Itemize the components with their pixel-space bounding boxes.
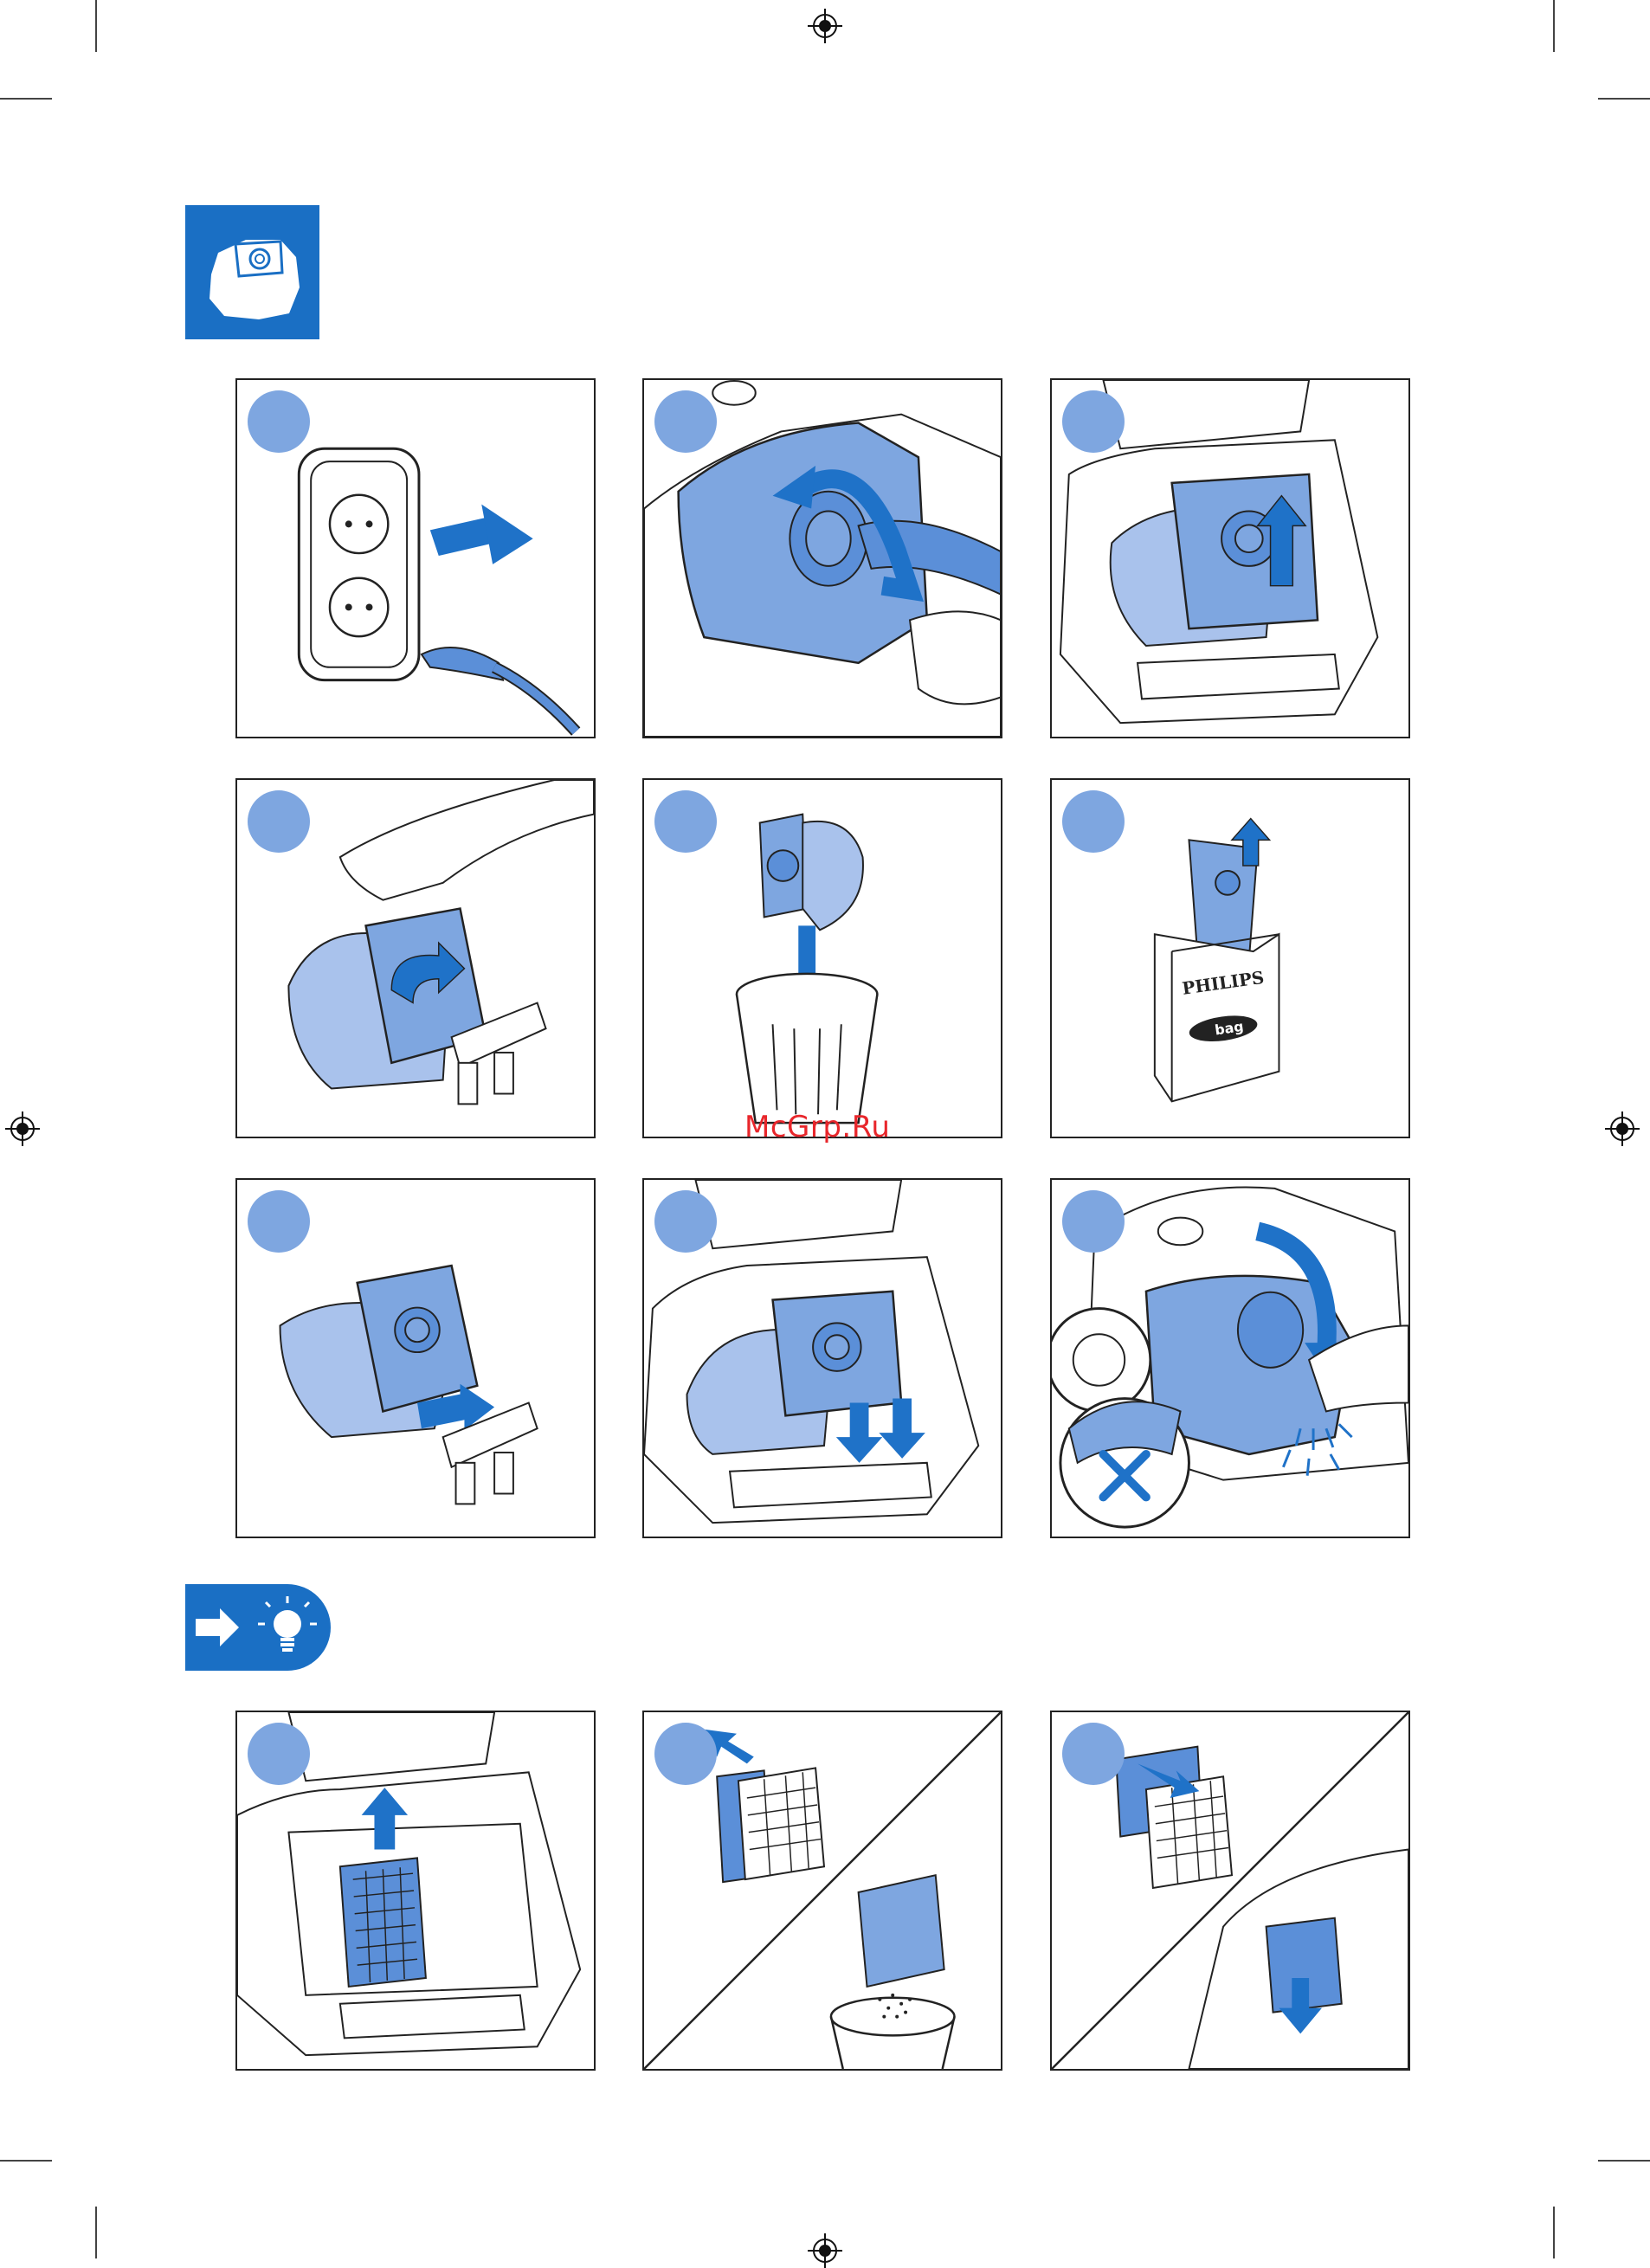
tip-section-tab: [185, 1584, 331, 1671]
lightbulb-icon: [258, 1596, 317, 1652]
step-panel-5: [642, 778, 1002, 1138]
step-panel-8: [642, 1178, 1002, 1538]
crop-mark: [1553, 2207, 1555, 2258]
crop-mark: [0, 2160, 52, 2162]
crop-mark: [0, 98, 52, 100]
filter-panel-3: [1050, 1711, 1410, 2071]
step-panel-9: [1050, 1178, 1410, 1538]
registration-mark-icon: [1605, 1111, 1640, 1146]
step-number-badge: [654, 1190, 717, 1253]
watermark-text: McGrp.Ru: [744, 1110, 890, 1144]
filter-panel-2: [642, 1711, 1002, 2071]
registration-mark-icon: [808, 9, 842, 43]
crop-mark: [1598, 2160, 1650, 2162]
step-number-badge: [1062, 1723, 1125, 1785]
crop-mark: [1598, 98, 1650, 100]
dust-bag-section-icon: [185, 205, 319, 339]
step-number-badge: [654, 390, 717, 453]
step-number-badge: [654, 1723, 717, 1785]
arrow-right-icon: [196, 1608, 239, 1646]
crop-mark: [1553, 0, 1555, 52]
crop-mark: [95, 2207, 97, 2258]
step-number-badge: [248, 1723, 310, 1785]
step-number-badge: [1062, 390, 1125, 453]
dust-bag-icon: [185, 205, 319, 339]
step-panel-6: PHILIPS bag: [1050, 778, 1410, 1138]
step-number-badge: [1062, 790, 1125, 853]
registration-mark-icon: [808, 2233, 842, 2268]
step-number-badge: [248, 1190, 310, 1253]
step-number-badge: [248, 790, 310, 853]
step-number-badge: [1062, 1190, 1125, 1253]
step-panel-4: [235, 778, 596, 1138]
step-number-badge: [248, 390, 310, 453]
step-panel-3: [1050, 378, 1410, 738]
step-panel-1: [235, 378, 596, 738]
tip-tab-graphic: [185, 1584, 331, 1671]
step-panel-7: [235, 1178, 596, 1538]
registration-mark-icon: [5, 1111, 40, 1146]
step-panel-2: [642, 378, 1002, 738]
filter-panel-1: [235, 1711, 596, 2071]
crop-mark: [95, 0, 97, 52]
step-number-badge: [654, 790, 717, 853]
